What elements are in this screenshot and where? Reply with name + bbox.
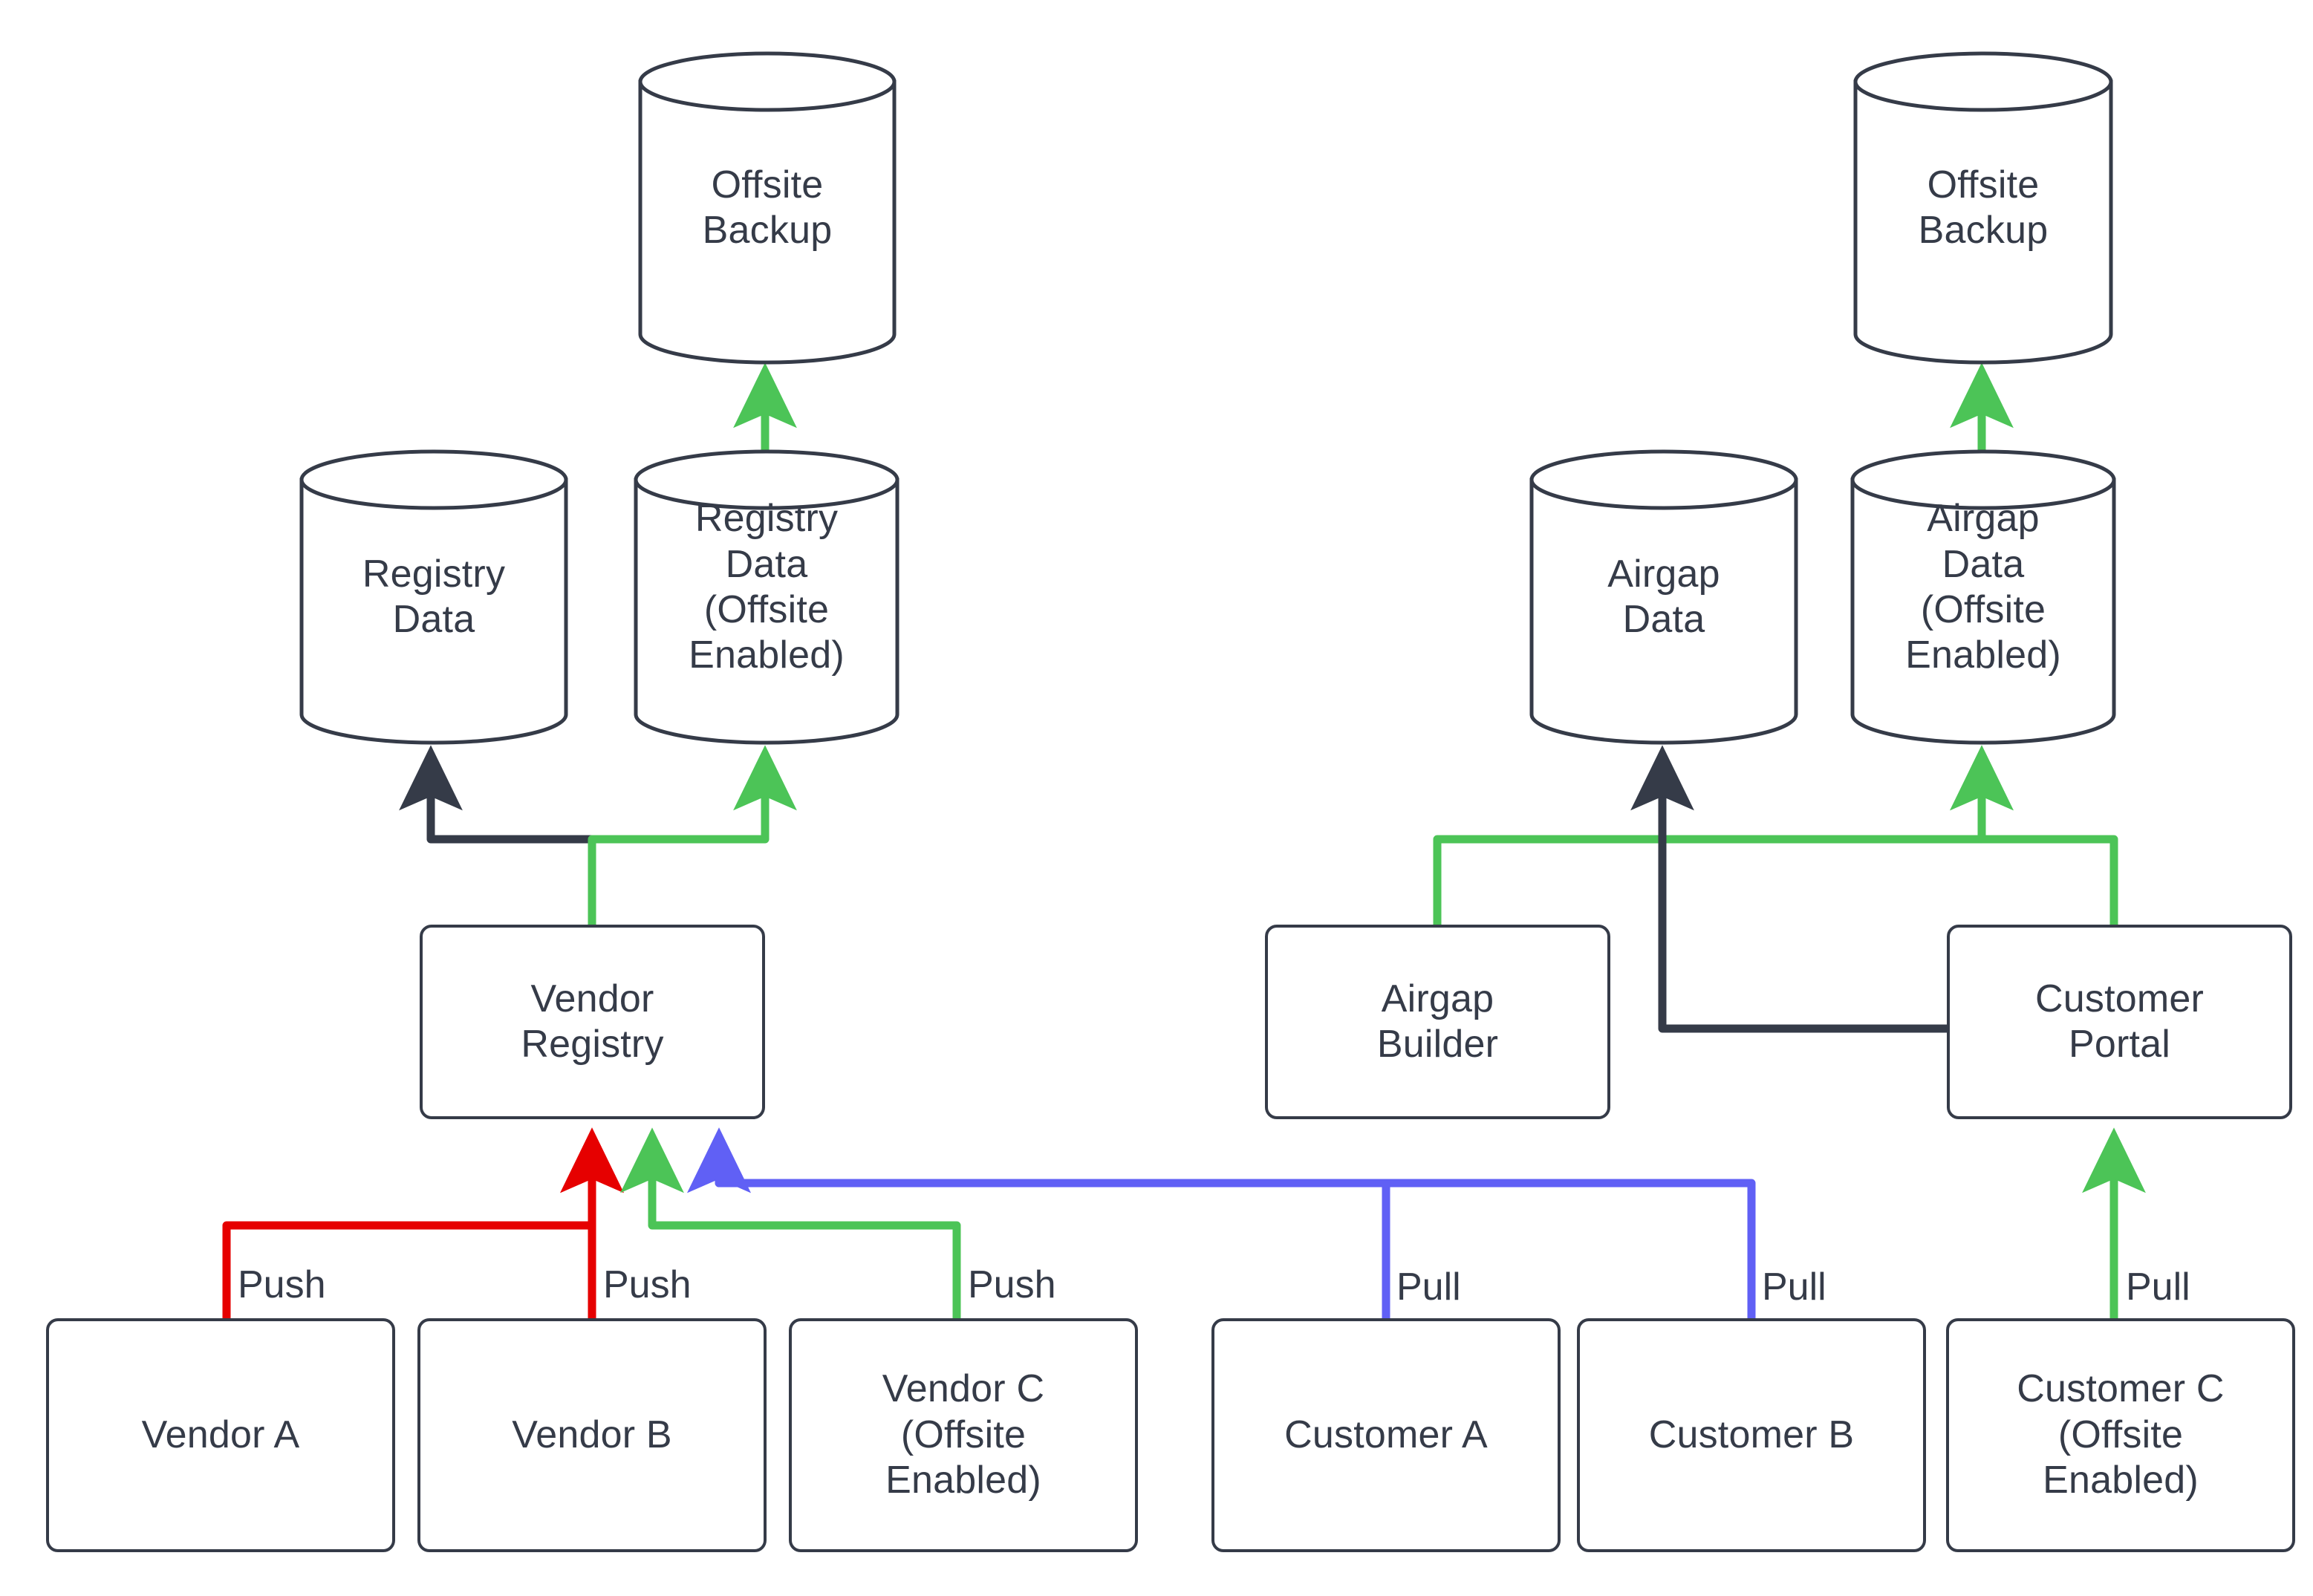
node-vendor-c[interactable]: Vendor C (Offsite Enabled) <box>789 1318 1138 1552</box>
edge-customerb-to-vendorregistry <box>687 1127 1756 1318</box>
cylinder-airgap-data-offsite <box>1850 449 2116 745</box>
edge-label-push-c: Push <box>968 1263 1056 1306</box>
node-vendor-c-label: Vendor C (Offsite Enabled) <box>882 1367 1045 1502</box>
node-registry-data-label: Registry Data <box>362 552 506 641</box>
edge-label-push-b: Push <box>603 1263 692 1306</box>
node-registry-data-offsite-label: Registry Data (Offsite Enabled) <box>689 497 845 677</box>
node-customer-c-label: Customer C (Offsite Enabled) <box>2017 1367 2225 1502</box>
edge-label-push-a: Push <box>238 1263 326 1306</box>
node-offsite-backup-right[interactable]: Offsite Backup <box>1855 82 2111 334</box>
edge-label-pull-a: Pull <box>1396 1266 1461 1309</box>
node-vendor-b[interactable]: Vendor B <box>417 1318 767 1552</box>
node-offsite-backup-right-label: Offsite Backup <box>1918 163 2049 252</box>
edge-customerportal-to-airgapdataoffsite <box>1950 745 2118 925</box>
node-registry-data[interactable]: Registry Data <box>302 480 566 714</box>
node-airgap-data[interactable]: Airgap Data <box>1532 480 1796 714</box>
node-vendor-a-label: Vendor A <box>141 1413 300 1456</box>
node-customer-b-label: Customer B <box>1648 1413 1855 1456</box>
edge-label-pull-b: Pull <box>1762 1266 1826 1309</box>
cylinder-airgap-data <box>1529 449 1798 745</box>
node-customer-portal[interactable]: Customer Portal <box>1947 925 2292 1119</box>
node-customer-a[interactable]: Customer A <box>1211 1318 1561 1552</box>
edge-customerportal-to-airgapdata <box>1630 745 1947 1033</box>
node-airgap-builder[interactable]: Airgap Builder <box>1265 925 1610 1119</box>
edge-vendorregistry-to-registrydataoffsite <box>588 745 797 925</box>
node-vendor-b-label: Vendor B <box>512 1413 672 1456</box>
cylinder-offsite-backup-left <box>638 51 897 365</box>
node-customer-b[interactable]: Customer B <box>1577 1318 1926 1552</box>
cylinder-offsite-backup-right <box>1853 51 2113 365</box>
cylinder-registry-data <box>299 449 568 745</box>
node-customer-a-label: Customer A <box>1284 1413 1488 1456</box>
node-registry-data-offsite[interactable]: Registry Data (Offsite Enabled) <box>636 460 897 714</box>
node-airgap-data-offsite-label: Airgap Data (Offsite Enabled) <box>1905 497 2061 677</box>
node-vendor-registry-label: Vendor Registry <box>521 977 664 1066</box>
node-vendor-a[interactable]: Vendor A <box>46 1318 395 1552</box>
node-airgap-data-label: Airgap Data <box>1607 552 1720 641</box>
node-airgap-data-offsite[interactable]: Airgap Data (Offsite Enabled) <box>1852 460 2114 714</box>
edge-label-pull-c: Pull <box>2126 1266 2190 1309</box>
node-customer-c[interactable]: Customer C (Offsite Enabled) <box>1946 1318 2295 1552</box>
edge-vendorc-to-vendorregistry <box>620 1127 961 1318</box>
node-customer-portal-label: Customer Portal <box>2035 977 2204 1066</box>
cylinder-registry-data-offsite <box>634 449 900 745</box>
node-offsite-backup-left[interactable]: Offsite Backup <box>640 82 894 334</box>
node-vendor-registry[interactable]: Vendor Registry <box>420 925 765 1119</box>
node-offsite-backup-left-label: Offsite Backup <box>702 163 833 252</box>
node-airgap-builder-label: Airgap Builder <box>1376 977 1499 1066</box>
